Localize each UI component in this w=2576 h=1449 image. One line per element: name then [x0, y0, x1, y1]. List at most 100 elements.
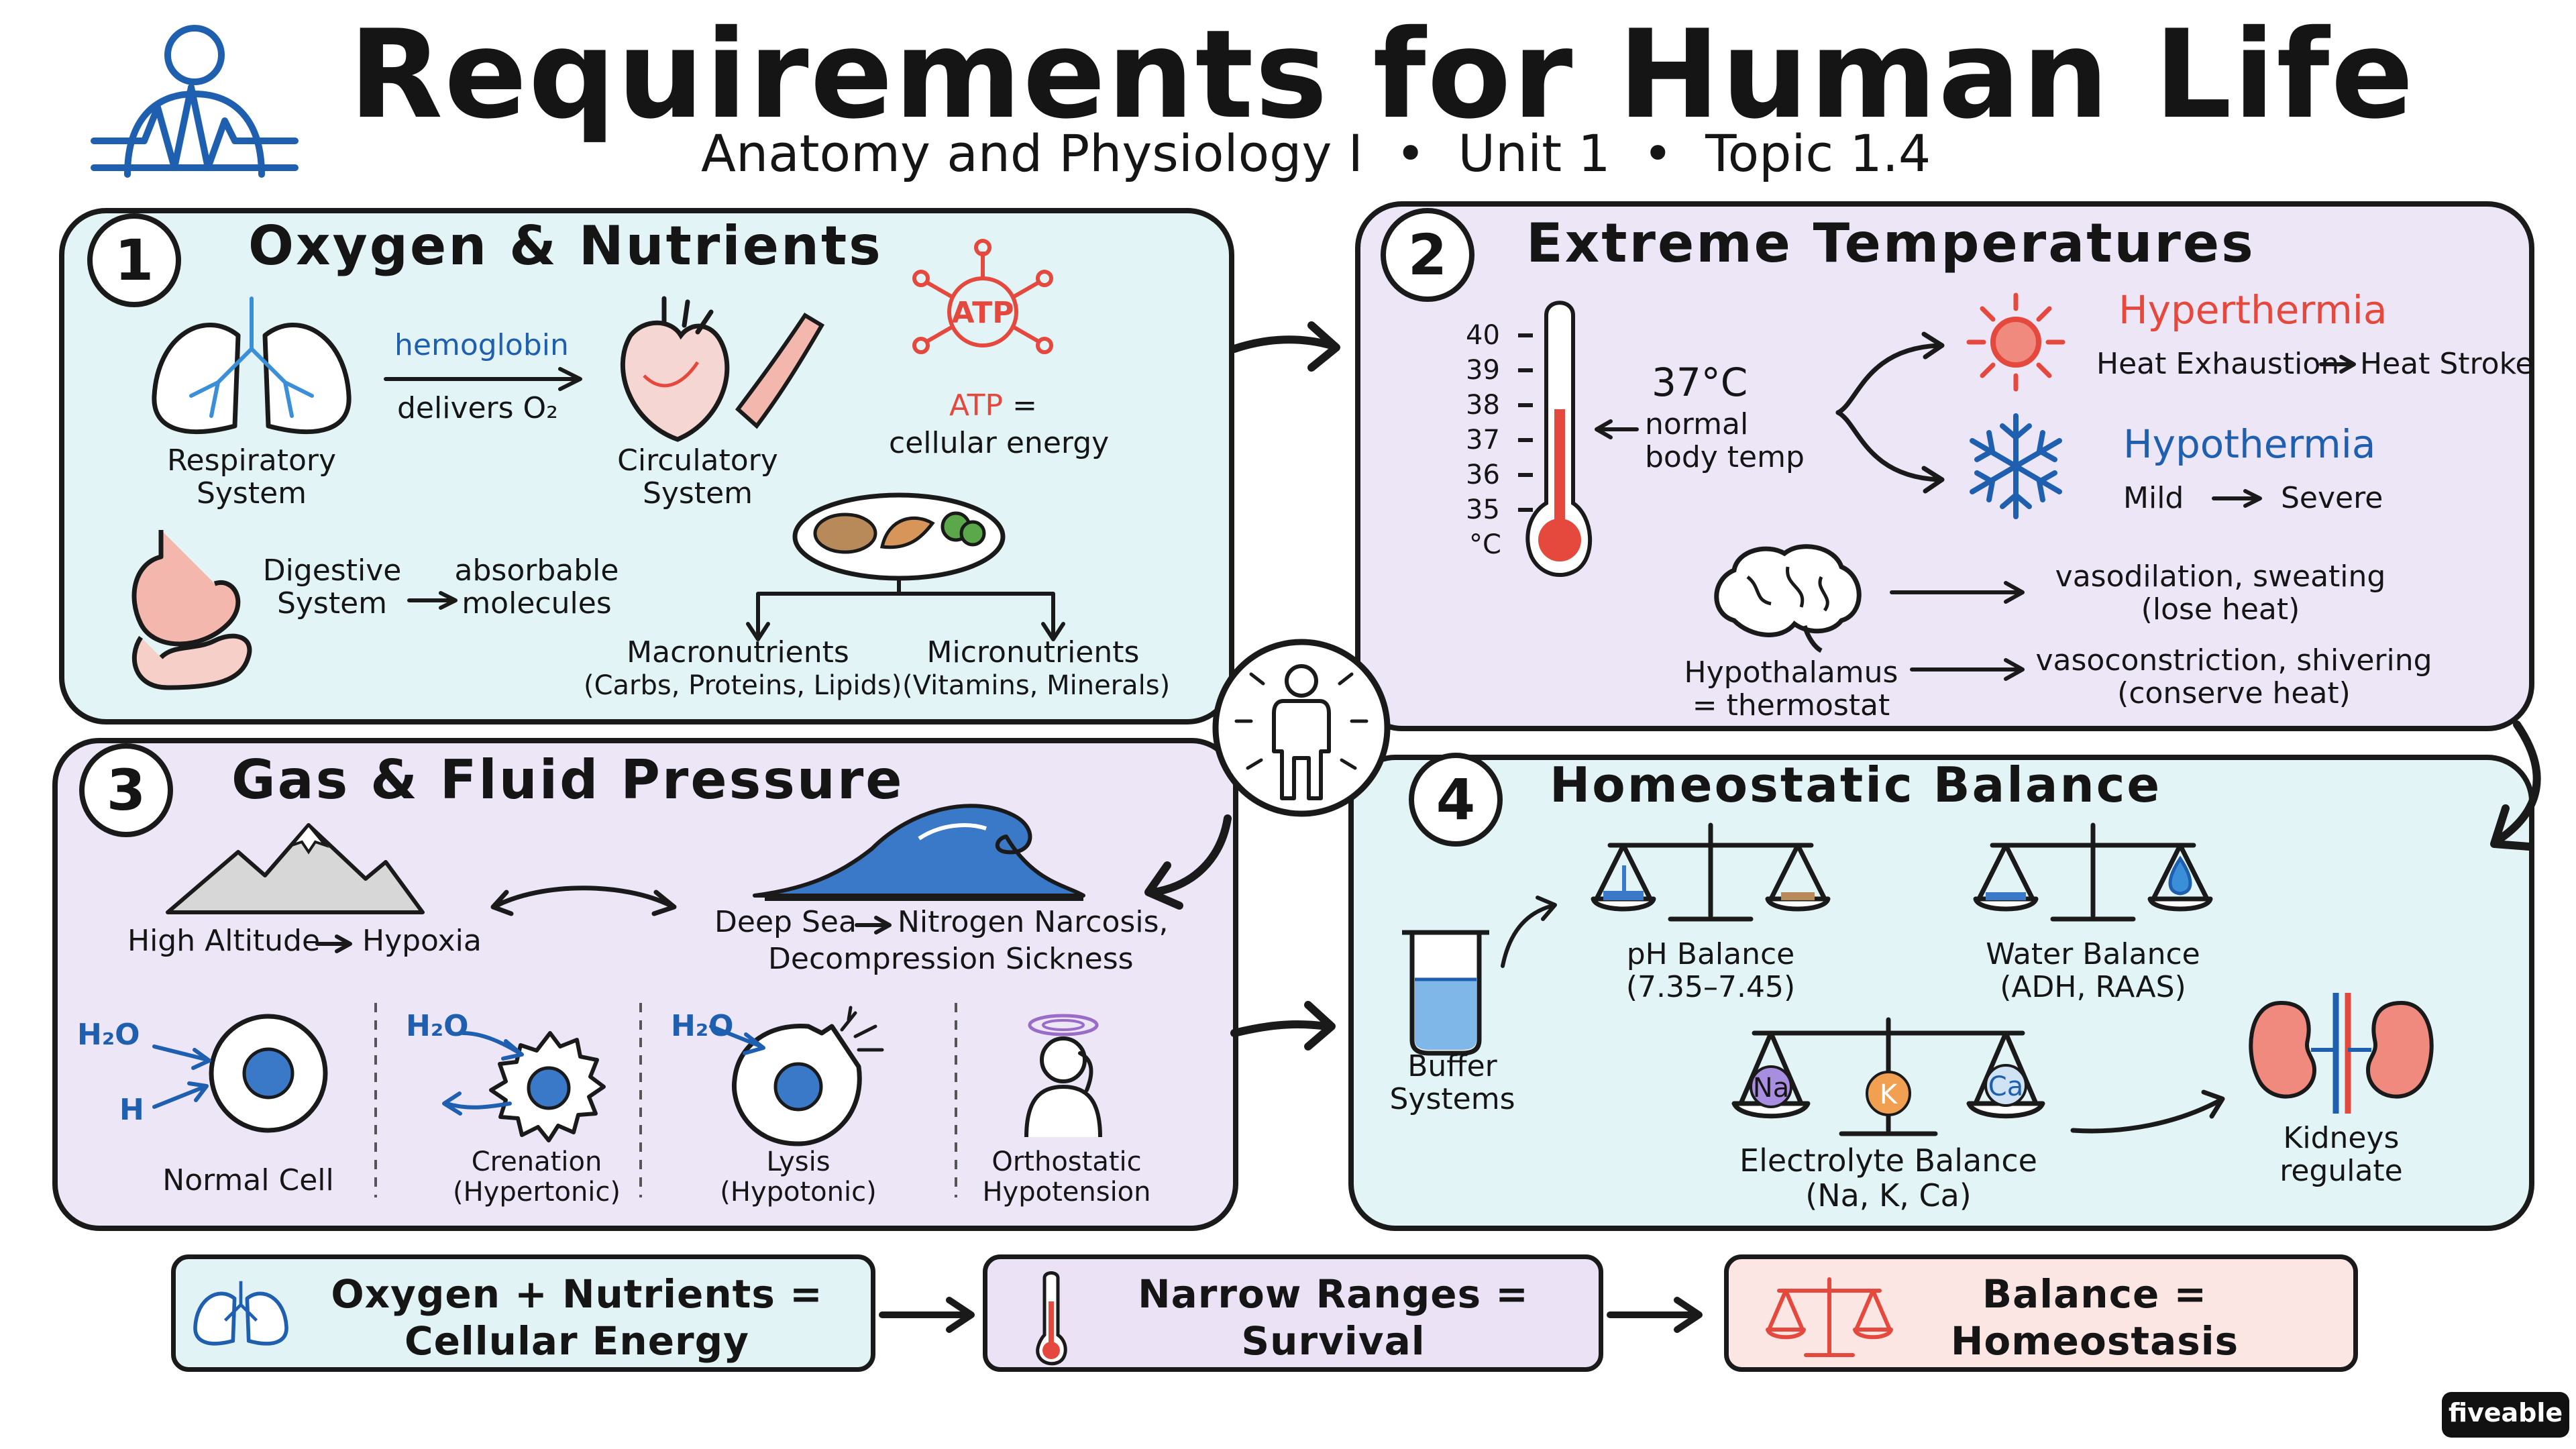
- cell-dividers: [374, 1003, 957, 1197]
- tick-label: 37: [1466, 425, 1500, 455]
- ph-balance-label: pH Balance (7.35–7.45): [1625, 937, 1796, 1005]
- panel-4-number: 4: [1409, 753, 1503, 847]
- nitrogen-narcosis-label: Nitrogen Narcosis,: [898, 905, 1169, 939]
- lysis-cell-icon: [709, 1006, 884, 1146]
- water-balance-label: Water Balance (ADH, RAAS): [1986, 937, 2200, 1005]
- vasodilation-arrow: [1890, 581, 2025, 604]
- tick-label: °C: [1469, 529, 1501, 560]
- decompression-label: Decompression Sickness: [768, 942, 1134, 976]
- deep-sea-label: Deep Sea: [714, 905, 857, 939]
- thermometer-icon: [1518, 301, 1592, 578]
- atp-badge-text: ATP: [951, 296, 1014, 330]
- tick-label: 35: [1466, 494, 1500, 525]
- kidneys-label: Kidneys regulate: [2279, 1121, 2403, 1189]
- calcium-badge: Ca: [1988, 1071, 2024, 1102]
- atp-equals: =: [1003, 388, 1037, 423]
- summary-arrow: [1607, 1297, 1703, 1333]
- sodium-badge: Na: [1752, 1073, 1790, 1104]
- electrolyte-to-kidney-arrow: [2070, 1089, 2225, 1134]
- severe-label: Severe: [2281, 481, 2383, 515]
- scale-icon: [1766, 1277, 1893, 1357]
- potassium-badge: K: [1879, 1079, 1898, 1110]
- lungs-icon: [152, 297, 352, 435]
- absorbable-label: absorbable molecules: [454, 553, 619, 621]
- cold-progression-arrow: [2212, 489, 2262, 508]
- micronutrients-sub: (Vitamins, Minerals): [902, 670, 1171, 701]
- respiratory-label: Respiratory System: [166, 443, 337, 511]
- summary-text: Oxygen + Nutrients = Cellular Energy: [331, 1271, 823, 1364]
- panel-gas-fluid-pressure: [52, 738, 1238, 1231]
- panel-1-number: 1: [87, 213, 181, 307]
- heart-vessel-icon: [620, 296, 825, 442]
- pressure-double-arrow: [490, 885, 677, 916]
- mild-label: Mild: [2123, 481, 2184, 515]
- stomach-intestine-icon: [131, 530, 252, 690]
- lysis-h2o: H₂O: [671, 1009, 734, 1043]
- heat-stroke-label: Heat Stroke: [2360, 347, 2534, 381]
- fiveable-logo: fiveable: [2442, 1392, 2569, 1438]
- normal-cell-icon: [209, 1014, 328, 1133]
- temp-split-arrows: [1835, 331, 1945, 494]
- brand-text: fiveable: [2448, 1398, 2563, 1428]
- tick-label: 40: [1466, 320, 1500, 351]
- normal-cell-h2o: H₂O: [77, 1018, 140, 1052]
- digestive-arrow: [407, 591, 458, 610]
- panel-3-title: Gas & Fluid Pressure: [231, 749, 904, 811]
- tick-label: 38: [1466, 390, 1500, 421]
- vasoconstriction-label: vasoconstriction, shivering (conserve he…: [2035, 643, 2432, 711]
- electrolyte-label: Electrolyte Balance (Na, K, Ca): [1739, 1142, 2037, 1214]
- thermometer-icon: [1036, 1271, 1067, 1366]
- atp-energy-label: cellular energy: [889, 426, 1110, 460]
- hypoxia-label: Hypoxia: [362, 924, 482, 958]
- sun-icon: [1966, 292, 2065, 392]
- page-subtitle: Anatomy and Physiology I • Unit 1 • Topi…: [701, 123, 1931, 183]
- mountain-icon: [166, 822, 425, 914]
- tick-label: 39: [1466, 355, 1500, 386]
- buffer-label: Buffer Systems: [1389, 1049, 1515, 1117]
- food-plate-icon: [792, 492, 1006, 581]
- panel-4-title: Homeostatic Balance: [1550, 757, 2162, 813]
- digestive-label: Digestive System: [262, 553, 402, 621]
- summary-homeostasis: Balance = Homeostasis: [1724, 1254, 2358, 1372]
- buffer-to-ph-arrow: [1501, 896, 1557, 968]
- normal-cell-arrows: [152, 1044, 211, 1109]
- vasoconstriction-arrow: [1910, 658, 2025, 681]
- dizzy-person-icon: [1024, 1014, 1102, 1138]
- snowflake-icon: [1970, 413, 2062, 519]
- altitude-arrow: [315, 934, 352, 953]
- orthostatic-label: Orthostatic Hypotension: [982, 1146, 1151, 1208]
- panel-oxygen-nutrients: [59, 208, 1234, 724]
- panel-1-title: Oxygen & Nutrients: [248, 215, 883, 277]
- lysis-label: Lysis (Hypotonic): [720, 1146, 877, 1208]
- summary-text: Balance = Homeostasis: [1950, 1271, 2239, 1364]
- normal-cell-label: Normal Cell: [162, 1163, 334, 1197]
- macronutrients-label: Macronutrients: [627, 635, 849, 669]
- summary-cellular-energy: Oxygen + Nutrients = Cellular Energy: [171, 1254, 875, 1372]
- human-vitals-icon: [91, 25, 299, 178]
- atp-word: ATP: [949, 388, 1004, 423]
- heat-exhaustion-label: Heat Exhaustion: [2096, 347, 2340, 381]
- center-person-icon: [1212, 639, 1391, 817]
- summary-survival: Narrow Ranges = Survival: [983, 1254, 1603, 1372]
- brain-icon: [1714, 544, 1862, 653]
- crenation-label: Crenation (Hypertonic): [452, 1146, 621, 1208]
- tick-label: 36: [1466, 460, 1500, 490]
- ph-scale-icon: [1591, 822, 1831, 922]
- summary-arrow: [879, 1297, 975, 1333]
- hypothermia-label: Hypothermia: [2123, 421, 2376, 467]
- delivers-label: delivers O₂: [397, 391, 558, 425]
- normal-temp-value: 37°C: [1652, 360, 1748, 405]
- delivers-arrow: [384, 367, 582, 391]
- normal-temp-arrow: [1595, 419, 1639, 439]
- food-split-arrows: [746, 578, 1065, 641]
- kidneys-icon: [2249, 993, 2434, 1114]
- hyperthermia-label: Hyperthermia: [2118, 287, 2387, 333]
- water-scale-icon: [1973, 822, 2213, 922]
- hemoglobin-label: hemoglobin: [394, 328, 569, 362]
- page-title: Requirements for Human Life: [349, 3, 2415, 146]
- lungs-icon: [193, 1281, 288, 1346]
- atp-icon: [912, 239, 1053, 354]
- vasodilation-label: vasodilation, sweating (lose heat): [2055, 559, 2386, 627]
- wave-icon: [753, 804, 1085, 901]
- summary-text: Narrow Ranges = Survival: [1138, 1271, 1529, 1364]
